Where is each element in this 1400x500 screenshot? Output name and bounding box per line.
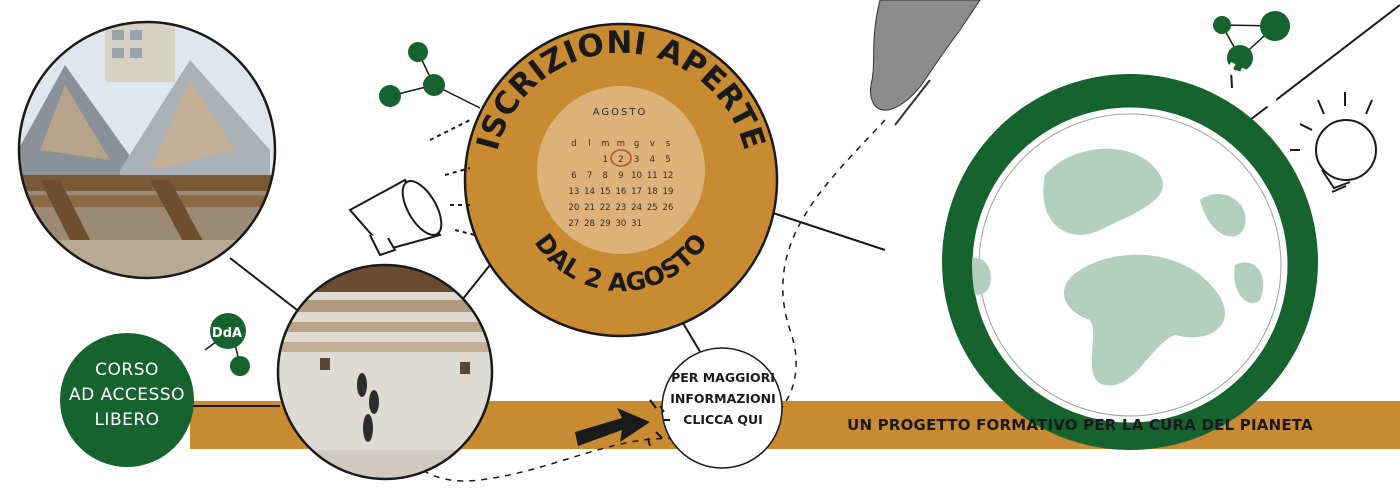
calendar-day: 2 <box>618 155 624 165</box>
calendar-day: 9 <box>618 171 624 181</box>
free-access-text: CORSO AD ACCESSO LIBERO <box>62 358 192 433</box>
globe-icon <box>972 148 1264 386</box>
hand-icon <box>870 0 981 126</box>
free-access-line: AD ACCESSO <box>69 385 185 405</box>
logo-text: DdA <box>212 326 242 341</box>
free-access-line: LIBERO <box>94 410 160 430</box>
calendar-day: 28 <box>584 219 595 229</box>
info-cta-line: PER MAGGIORI <box>671 370 775 385</box>
calendar-day <box>644 216 660 232</box>
calendar-day: 20 <box>568 203 580 213</box>
calendar-month: AGOSTO <box>592 107 648 118</box>
calendar-day: 11 <box>646 171 658 181</box>
calendar-day: 3 <box>633 155 640 165</box>
logo-badge[interactable] <box>210 313 246 349</box>
calendar-day: 23 <box>615 203 627 213</box>
calendar-weekday: v <box>649 139 655 149</box>
calendar-day: 31 <box>631 219 642 229</box>
lightbulb-icon <box>1290 92 1377 193</box>
info-cta-line: CLICCA QUI <box>683 412 763 427</box>
info-cta[interactable]: PER MAGGIORI INFORMAZIONI CLICCA QUI <box>663 367 783 430</box>
calendar-day: 12 <box>662 171 674 181</box>
highlight-circle <box>610 149 632 167</box>
calendar-day: 22 <box>599 203 611 213</box>
calendar-day: 24 <box>631 203 642 213</box>
calendar-day: 5 <box>665 155 671 165</box>
calendar-day: 8 <box>602 171 608 181</box>
calendar-disc <box>537 86 705 254</box>
calendar-day: 30 <box>615 219 627 229</box>
calendar-day <box>566 152 582 168</box>
free-access-badge <box>60 333 194 467</box>
calendar-weekday: d <box>571 139 577 149</box>
tagline: UN PROGETTO FORMATIVO PER LA CURA DEL PI… <box>847 416 1313 434</box>
calendar-day: 27 <box>568 219 580 229</box>
calendar-week: 20 21 22 23 24 25 26 <box>566 200 676 216</box>
calendar-day: 19 <box>662 187 674 197</box>
calendar-day: 26 <box>662 203 674 213</box>
calendar-day: 21 <box>584 203 595 213</box>
calendar-day: 18 <box>646 187 658 197</box>
calendar-weekday: l <box>588 139 591 149</box>
calendar-day: 25 <box>646 203 658 213</box>
calendar-day: 4 <box>649 155 655 165</box>
calendar-day: 15 <box>599 187 611 197</box>
calendar-weekday: g <box>633 139 640 149</box>
calendar-weekday: s <box>665 139 671 149</box>
molecule-icon <box>379 42 481 109</box>
free-access-line: CORSO <box>95 360 159 380</box>
calendar-day <box>660 216 676 232</box>
calendar-day: 13 <box>568 187 580 197</box>
calendar-day: 7 <box>586 171 593 181</box>
calendar-day: 6 <box>571 171 577 181</box>
calendar-day: 17 <box>631 187 642 197</box>
calendar-day <box>582 152 598 168</box>
calendar-day: 29 <box>599 219 611 229</box>
calendar-day: 16 <box>615 187 627 197</box>
megaphone-icon <box>348 119 476 257</box>
calendar-day: 1 <box>602 155 608 165</box>
molecule-icon <box>1213 11 1290 71</box>
calendar-weekday: m <box>616 139 626 149</box>
info-cta-line: INFORMAZIONI <box>670 391 776 406</box>
calendar-week: 27 28 29 30 31 <box>566 216 676 232</box>
cursor-arrow-icon <box>575 399 670 447</box>
calendar-week: 13 14 15 16 17 18 19 <box>566 184 676 200</box>
calendar-day: 14 <box>584 187 595 197</box>
calendar-weekday: m <box>601 139 610 149</box>
calendar-day: 10 <box>631 171 642 181</box>
